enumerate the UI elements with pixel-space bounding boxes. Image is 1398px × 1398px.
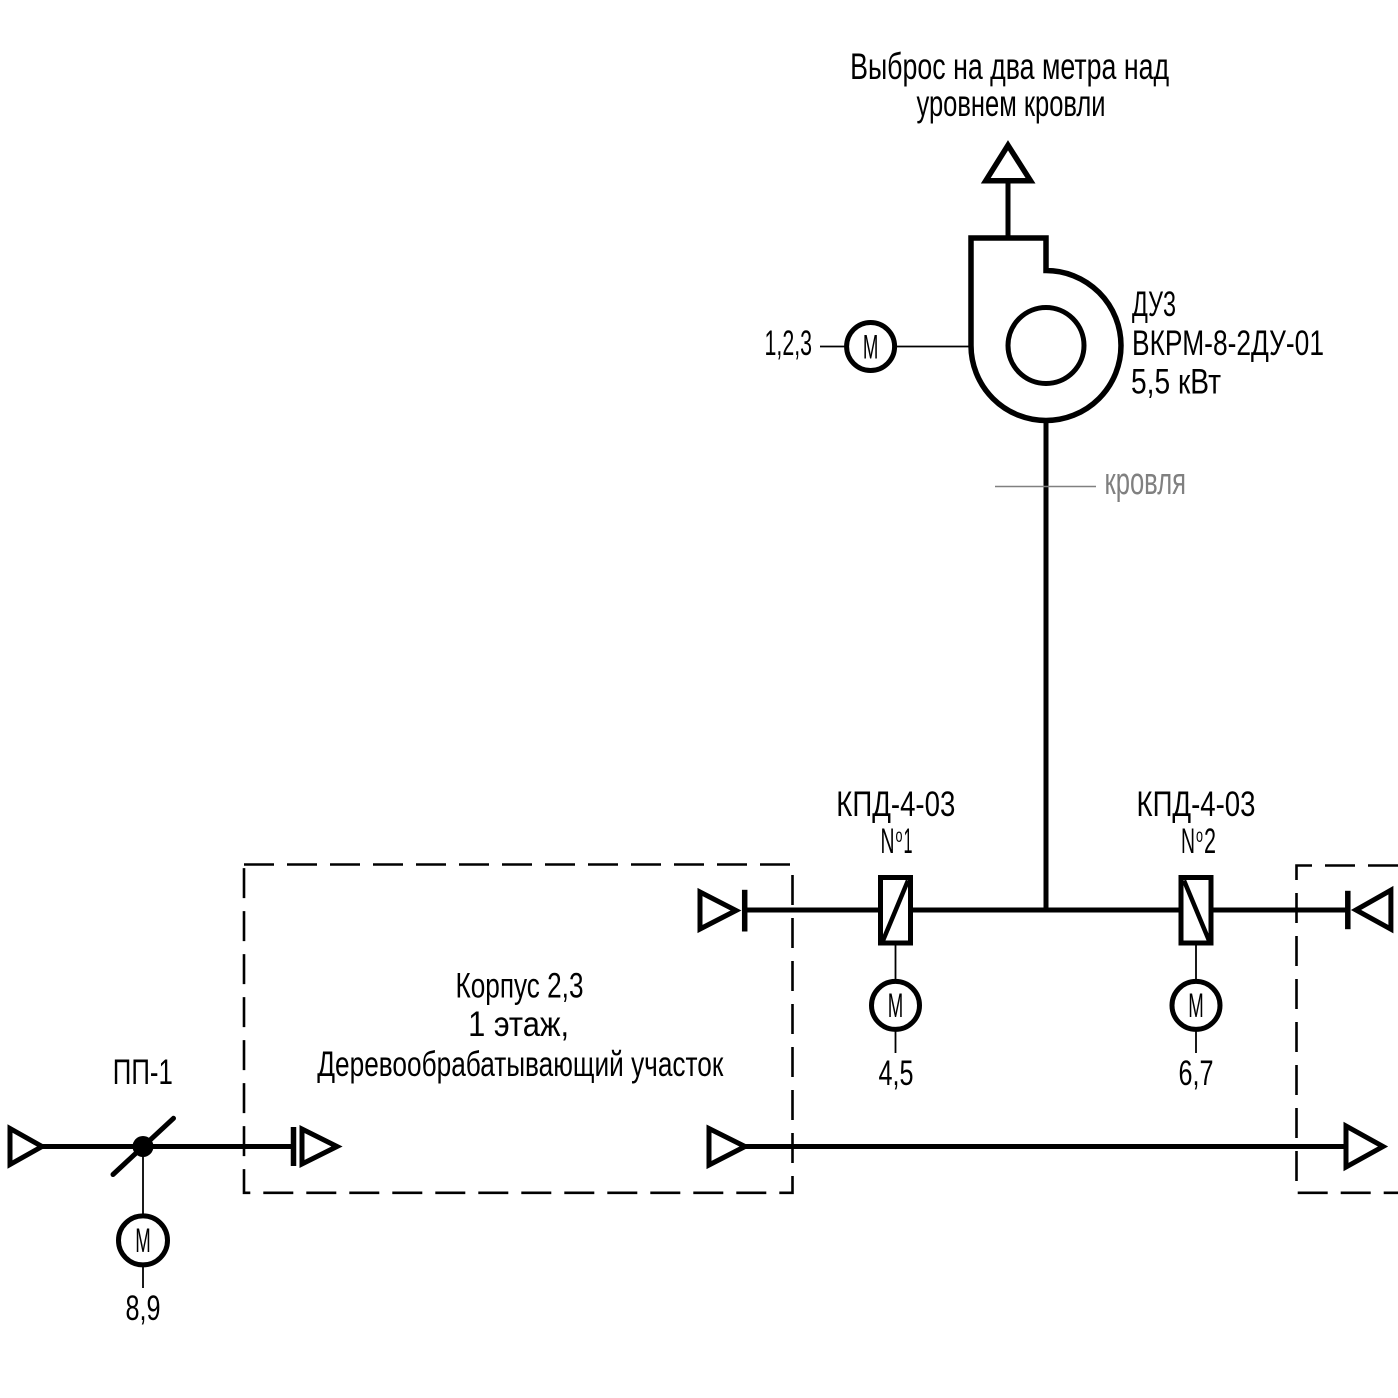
svg-text:2: 2 xyxy=(1204,821,1216,861)
svg-text:М: М xyxy=(863,328,879,366)
svg-text:кровля: кровля xyxy=(1105,461,1187,503)
svg-text:8,9: 8,9 xyxy=(126,1288,161,1328)
svg-text:ВКРМ-8-2ДУ-01: ВКРМ-8-2ДУ-01 xyxy=(1132,323,1324,363)
svg-text:1 этаж,: 1 этаж, xyxy=(468,1004,569,1044)
svg-text:о: о xyxy=(896,826,903,847)
svg-text:Корпус 2,3: Корпус 2,3 xyxy=(456,966,584,1006)
svg-text:Деревообрабатывающий участок: Деревообрабатывающий участок xyxy=(317,1044,723,1084)
svg-text:N: N xyxy=(1181,821,1195,861)
svg-text:N: N xyxy=(881,821,895,861)
svg-text:ДУ3: ДУ3 xyxy=(1132,284,1176,324)
svg-text:М: М xyxy=(1188,987,1204,1025)
svg-text:КПД-4-03: КПД-4-03 xyxy=(1137,784,1256,824)
svg-text:М: М xyxy=(888,987,904,1025)
svg-text:6,7: 6,7 xyxy=(1179,1053,1214,1093)
svg-text:Выброс на два метра над: Выброс на два метра над xyxy=(850,46,1169,87)
svg-text:уровнем кровли: уровнем кровли xyxy=(917,83,1106,124)
svg-text:М: М xyxy=(135,1222,151,1260)
svg-text:о: о xyxy=(1196,826,1203,847)
svg-text:ПП-1: ПП-1 xyxy=(113,1052,173,1092)
svg-text:5,5 кВт: 5,5 кВт xyxy=(1131,362,1221,402)
svg-text:КПД-4-03: КПД-4-03 xyxy=(836,784,955,824)
svg-text:1: 1 xyxy=(904,821,913,861)
svg-text:1,2,3: 1,2,3 xyxy=(765,323,813,363)
svg-text:4,5: 4,5 xyxy=(879,1053,914,1093)
